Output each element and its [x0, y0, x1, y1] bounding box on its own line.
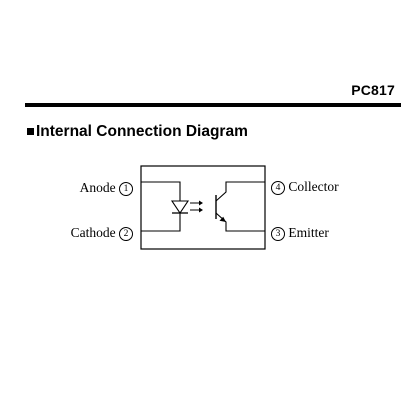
section-title-text: Internal Connection Diagram [36, 123, 248, 140]
pin-name-collector: Collector [288, 179, 339, 194]
led-icon [141, 181, 203, 232]
pin-label-anode: Anode 1 [70, 180, 133, 196]
pin-name-cathode: Cathode [70, 225, 116, 240]
pin-number-cathode: 2 [119, 227, 133, 241]
pin-name-emitter: Emitter [288, 225, 329, 240]
connection-diagram [140, 165, 266, 250]
pin-name-anode: Anode [79, 180, 116, 195]
pin-number-emitter: 3 [271, 227, 285, 241]
package-outline [140, 165, 266, 250]
pin-label-cathode: Cathode 2 [60, 225, 133, 241]
part-number: PC817 [351, 82, 395, 98]
section-title: Internal Connection Diagram [27, 123, 248, 141]
header-rule [25, 103, 401, 107]
pin-number-anode: 1 [119, 182, 133, 196]
pin-label-emitter: 3 Emitter [271, 225, 329, 241]
pin-label-collector: 4 Collector [271, 179, 339, 195]
bullet-square-icon [27, 128, 34, 135]
phototransistor-icon [215, 181, 265, 232]
pin-number-collector: 4 [271, 181, 285, 195]
